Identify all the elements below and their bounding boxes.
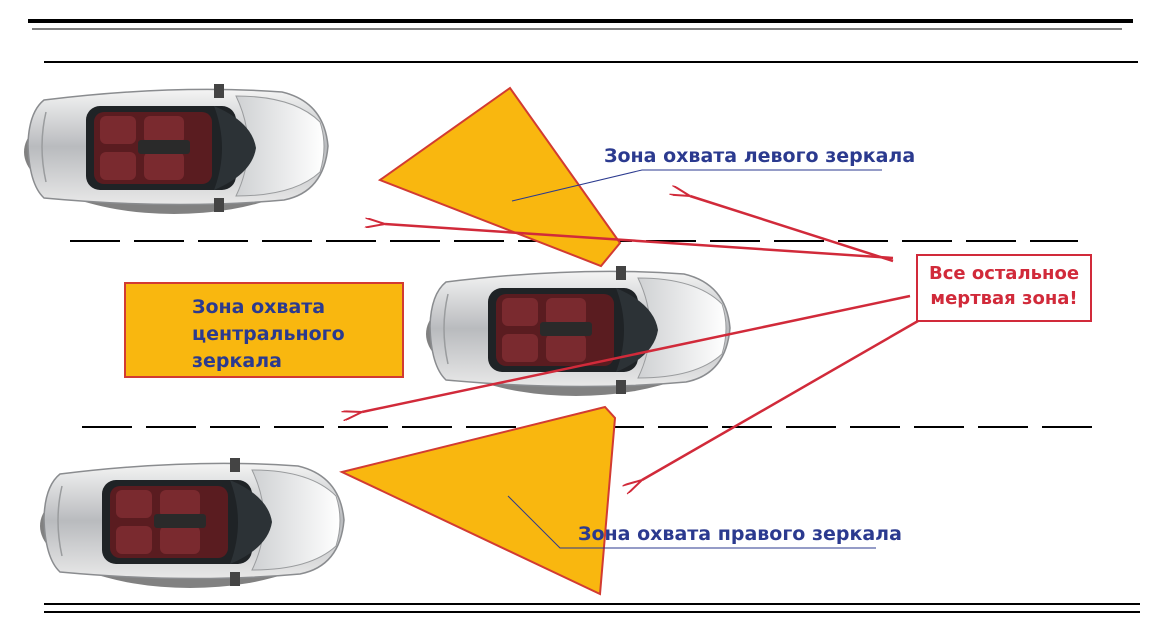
- car-right-lane: [39, 457, 345, 589]
- right-mirror-zone: [339, 405, 617, 596]
- left-mirror-label: Зона охвата левого зеркала: [604, 145, 915, 167]
- center-mirror-zone-box: Зона охвата центрального зеркала: [124, 282, 404, 378]
- left-zone-leader: [511, 169, 882, 202]
- car-center-lane: [425, 265, 731, 397]
- center-mirror-label: Зона охвата центрального зеркала: [192, 296, 345, 372]
- arrow-upper-long: [385, 224, 894, 260]
- road-edge-top: [28, 19, 1138, 63]
- right-mirror-label: Зона охвата правого зеркала: [578, 523, 902, 545]
- arrow-upper-short: [690, 196, 894, 263]
- road-edge-bottom: [44, 603, 1140, 613]
- car-left-lane: [23, 83, 329, 215]
- left-mirror-zone: [377, 86, 622, 268]
- dead-zone-box: Все остальное мертвая зона!: [916, 254, 1092, 322]
- arrow-center: [362, 294, 911, 412]
- dead-zone-label: Все остальное мертвая зона!: [928, 263, 1080, 309]
- blind-spot-arrows: [362, 196, 926, 480]
- arrow-lower: [642, 315, 926, 480]
- right-zone-leader: [507, 495, 876, 549]
